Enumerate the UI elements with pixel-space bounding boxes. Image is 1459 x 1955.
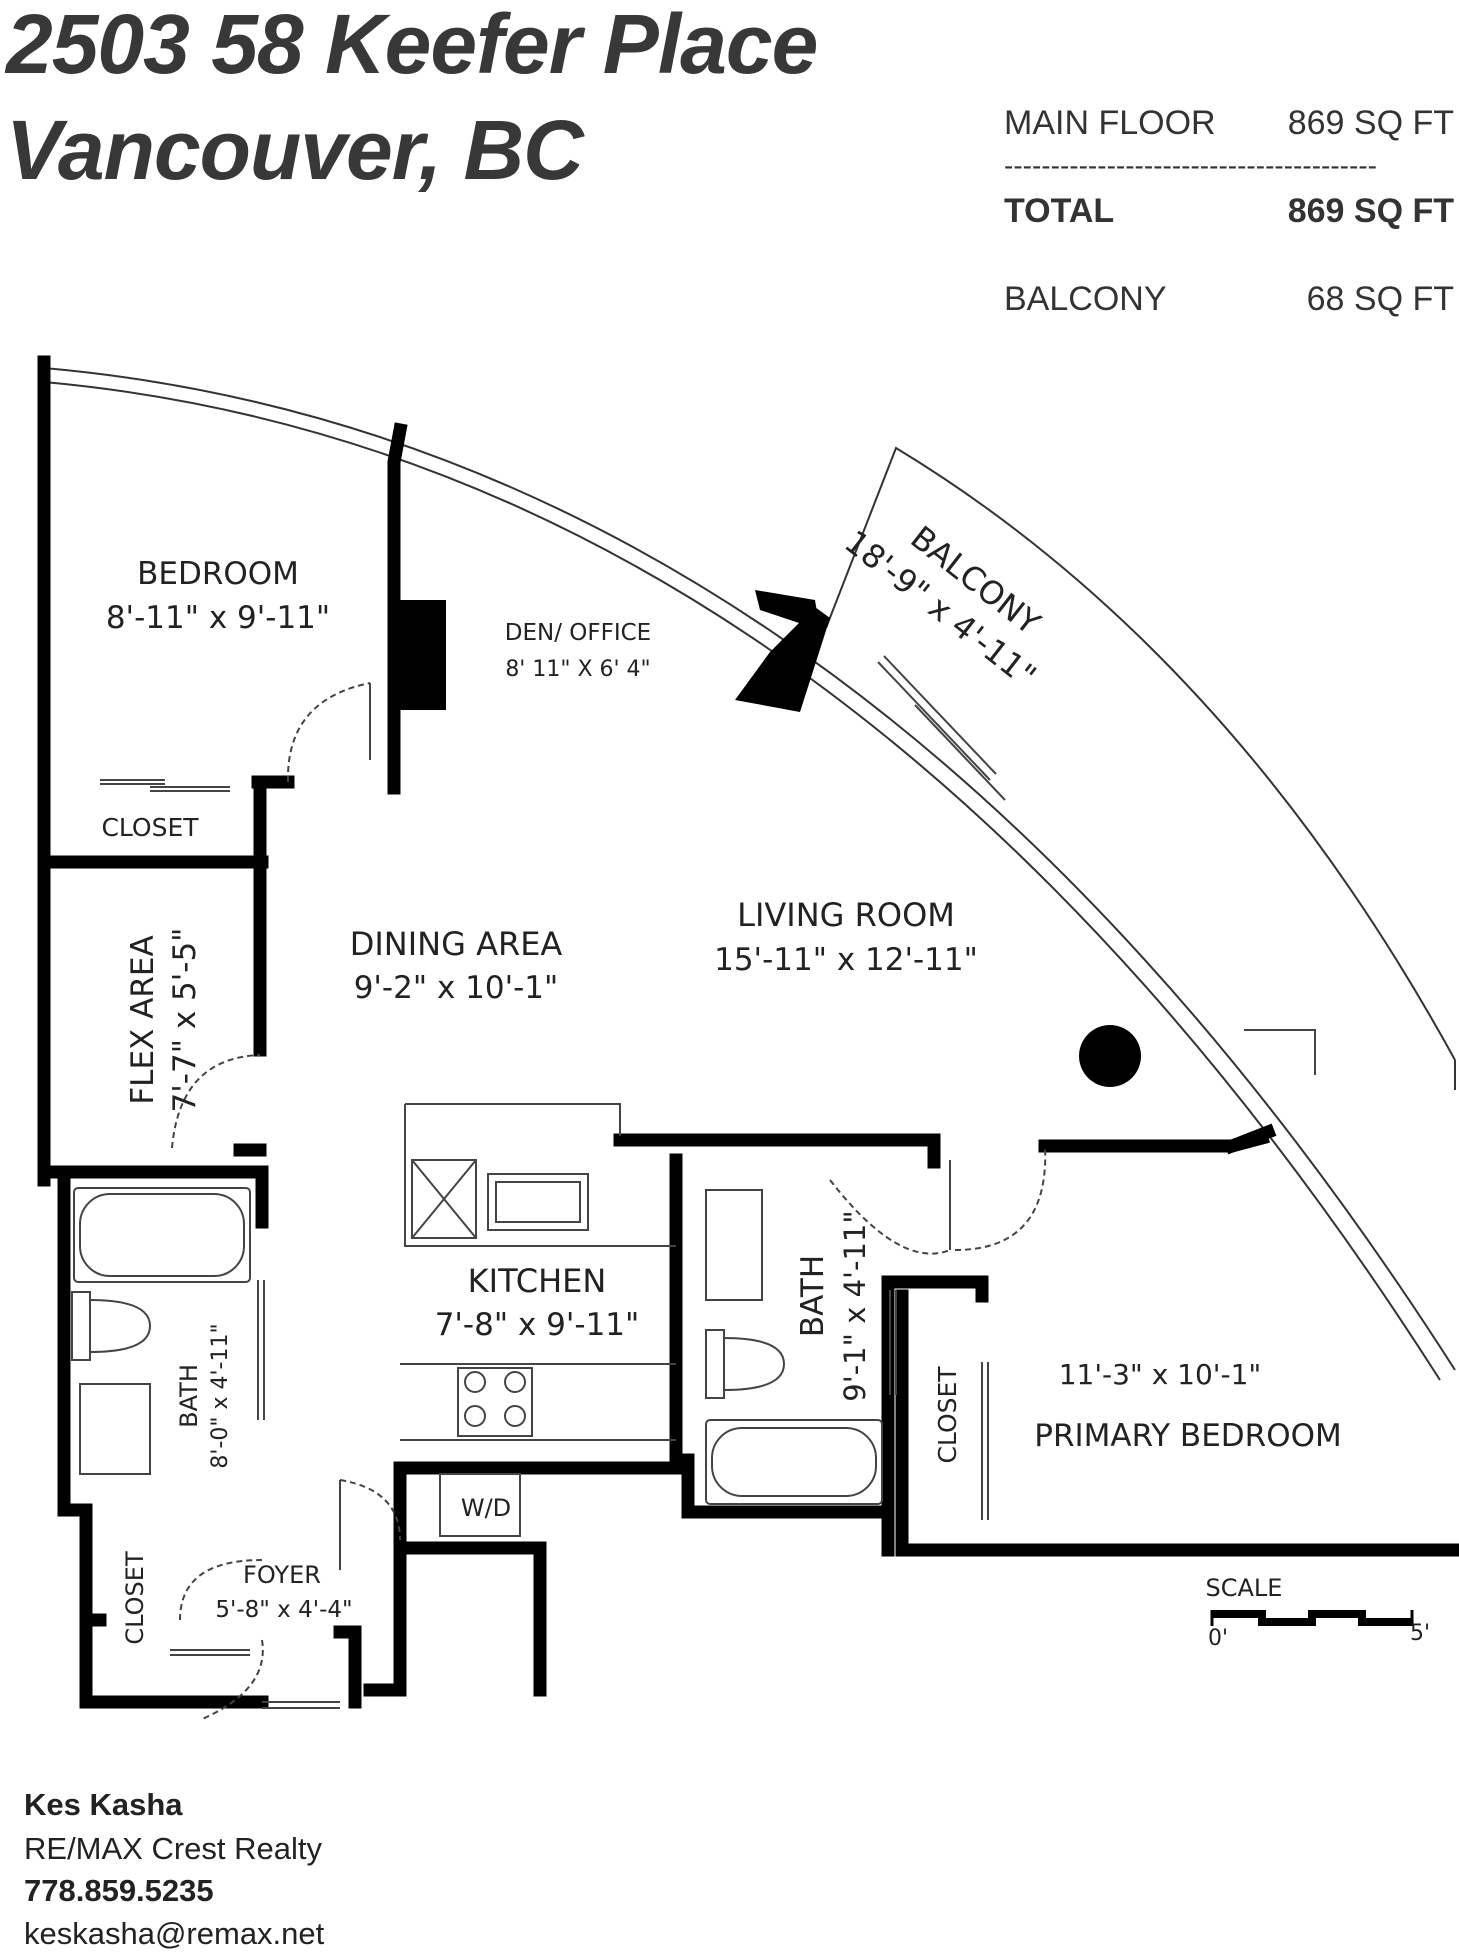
total-value: 869 SQ FT xyxy=(1287,192,1454,230)
fixtures xyxy=(71,655,1316,1721)
closet-primary-label: CLOSET xyxy=(933,1366,962,1464)
closet-foyer-label: CLOSET xyxy=(121,1551,149,1645)
dining-label: DINING AREA xyxy=(350,925,563,963)
foyer-dims: 5'-8" x 4'-4" xyxy=(215,1597,352,1623)
den-dims: 8' 11" X 6' 4" xyxy=(505,657,650,682)
address-line-2: Vancouver, BC xyxy=(6,103,584,197)
scale-end: 5' xyxy=(1410,1621,1430,1646)
agent-name: Kes Kasha xyxy=(24,1787,183,1822)
balcony-row: BALCONY 68 SQ FT xyxy=(1004,280,1454,319)
agent-company: RE/MAX Crest Realty xyxy=(24,1831,323,1866)
columns xyxy=(400,590,1141,1087)
bath-left-dims: 8'-0" x 4'-11" xyxy=(208,1323,233,1468)
flex-label: FLEX AREA xyxy=(125,935,161,1104)
address-line-1: 2503 58 Keefer Place xyxy=(6,0,818,91)
living-dims: 15'-11" x 12'-11" xyxy=(714,942,978,978)
primary-dims: 11'-3" x 10'-1" xyxy=(1059,1358,1262,1391)
bedroom-label: BEDROOM xyxy=(137,556,299,592)
kitchen-label: KITCHEN xyxy=(468,1262,607,1300)
foyer-label: FOYER xyxy=(243,1561,321,1589)
balcony-area-value: 68 SQ FT xyxy=(1306,280,1454,318)
bath-left-label: BATH xyxy=(175,1364,203,1428)
scale-label: SCALE xyxy=(1206,1574,1283,1602)
den-label: DEN/ OFFICE xyxy=(505,620,651,646)
total-label: TOTAL xyxy=(1004,192,1115,230)
agent-email[interactable]: keskasha@remax.net xyxy=(24,1916,325,1951)
walls xyxy=(37,355,1459,1709)
balcony-outline xyxy=(825,446,1456,1090)
kitchen-dims: 7'-8" x 9'-11" xyxy=(435,1307,640,1343)
flex-dims: 7'-7" x 5'-5" xyxy=(167,928,203,1113)
dining-dims: 9'-2" x 10'-1" xyxy=(354,970,559,1006)
bedroom-dims: 8'-11" x 9'-11" xyxy=(106,600,330,636)
primary-label: PRIMARY BEDROOM xyxy=(1034,1418,1342,1454)
closet-bedroom-label: CLOSET xyxy=(101,813,199,842)
room-labels: BEDROOM 8'-11" x 9'-11" DEN/ OFFICE 8' 1… xyxy=(101,518,1342,1645)
bath-right-label: BATH xyxy=(795,1255,831,1337)
scale-bar: SCALE 0' 5' xyxy=(1206,1574,1431,1651)
bath-right-dims: 9'-1" x 4'-11" xyxy=(838,1210,872,1401)
main-floor-value: 869 SQ FT xyxy=(1287,104,1454,142)
area-divider: ---------------------------------------- xyxy=(1004,150,1377,181)
balcony-area-label: BALCONY xyxy=(1004,280,1167,318)
wd-label: W/D xyxy=(461,1494,511,1522)
scale-start: 0' xyxy=(1208,1626,1228,1651)
total-row: TOTAL 869 SQ FT xyxy=(1004,192,1454,231)
main-floor-label: MAIN FLOOR xyxy=(1004,104,1216,142)
agent-phone[interactable]: 778.859.5235 xyxy=(24,1873,214,1908)
main-floor-row: MAIN FLOOR 869 SQ FT xyxy=(1004,104,1454,143)
living-label: LIVING ROOM xyxy=(737,896,955,934)
